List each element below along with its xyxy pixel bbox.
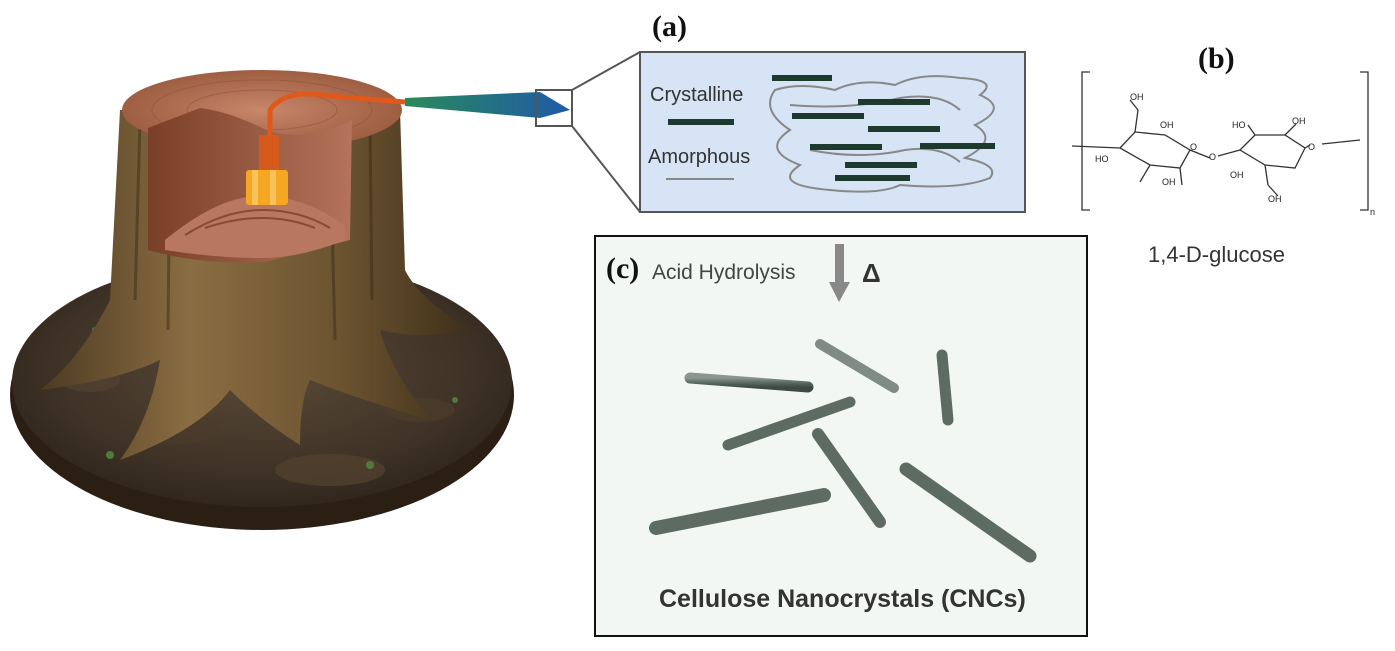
atom-label: O bbox=[1308, 142, 1315, 152]
n-subscript: n bbox=[1370, 207, 1375, 217]
panel-c-label: (c) bbox=[606, 252, 640, 285]
amorphous-label: Amorphous bbox=[648, 146, 751, 168]
crystal-bar bbox=[858, 99, 930, 105]
crystalline-label: Crystalline bbox=[650, 84, 744, 106]
atom-label: O bbox=[1209, 152, 1216, 162]
crystal-bar bbox=[810, 144, 882, 150]
atom-label: OH bbox=[1160, 120, 1174, 130]
crystal-bar bbox=[835, 175, 910, 181]
atom-label: HO bbox=[1232, 120, 1246, 130]
nanocrystal-rod bbox=[684, 372, 814, 393]
acid-hydrolysis-label: Acid Hydrolysis bbox=[652, 261, 796, 284]
crystal-bar bbox=[920, 143, 995, 149]
crystal-bar bbox=[792, 113, 864, 119]
nanocrystal-rod bbox=[649, 488, 831, 535]
crystal-bar bbox=[845, 162, 917, 168]
atom-label: OH bbox=[1130, 92, 1144, 102]
glucose-caption: 1,4-D-glucose bbox=[1148, 242, 1285, 267]
delta-symbol: Δ bbox=[862, 258, 881, 288]
nanocrystal-rod bbox=[722, 396, 856, 451]
atom-label: O bbox=[1190, 142, 1197, 152]
nanocrystal-rod bbox=[899, 462, 1037, 563]
cnc-title: Cellulose Nanocrystals (CNCs) bbox=[659, 585, 1026, 613]
atom-label: OH bbox=[1268, 194, 1282, 204]
atom-label: OH bbox=[1292, 116, 1306, 126]
crystal-bar bbox=[772, 75, 832, 81]
nanocrystal-rod bbox=[936, 349, 954, 426]
atom-label: HO bbox=[1095, 154, 1109, 164]
panel-a-label: (a) bbox=[652, 10, 687, 43]
crystal-bar bbox=[868, 126, 940, 132]
panel-b-label: (b) bbox=[1198, 42, 1235, 75]
down-arrow-icon bbox=[829, 244, 850, 302]
nanocrystal-rod bbox=[812, 428, 886, 528]
nanocrystal-rod bbox=[815, 339, 899, 393]
atom-label: OH bbox=[1230, 170, 1244, 180]
atom-label: OH bbox=[1162, 177, 1176, 187]
